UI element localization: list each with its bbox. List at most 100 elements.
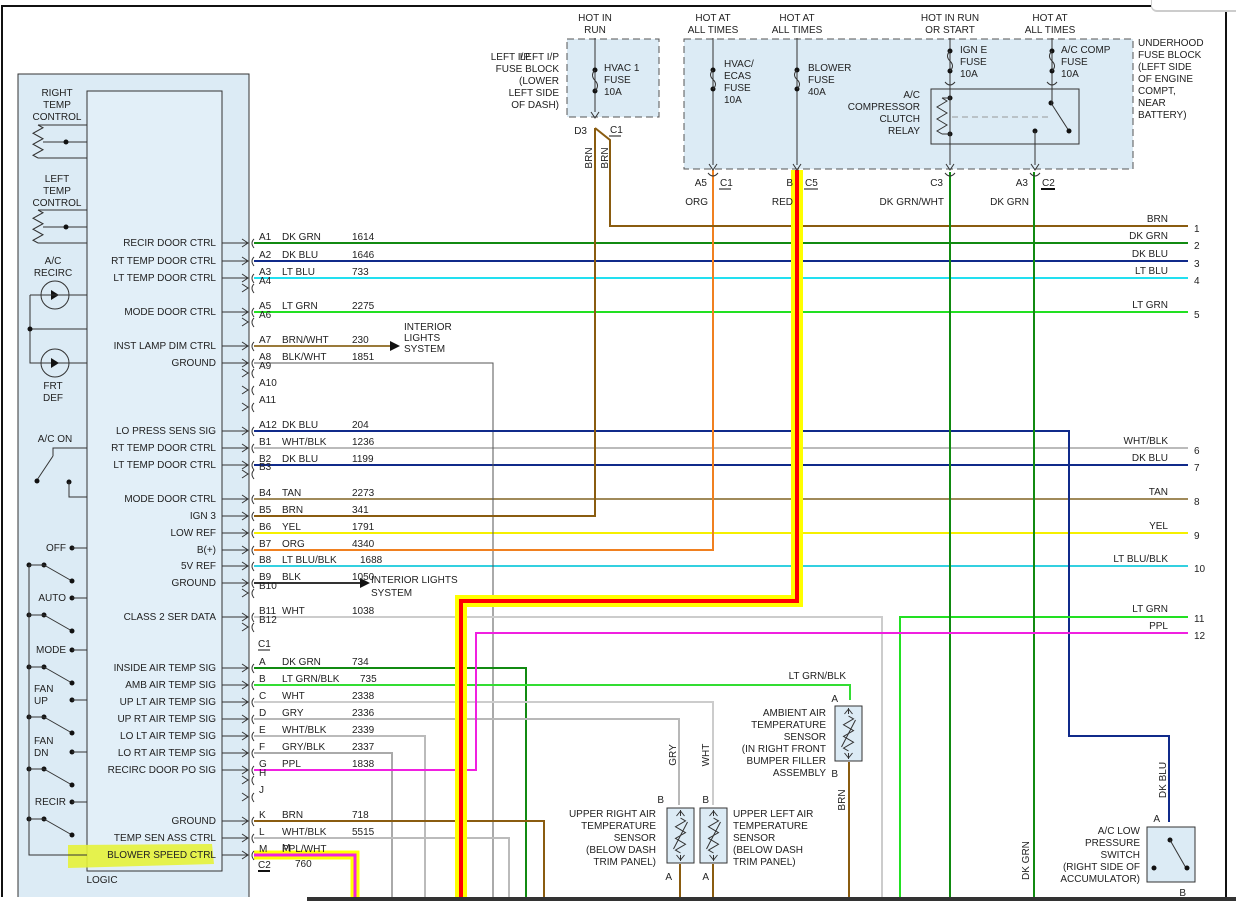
bottom-edge: [0, 897, 1236, 901]
led-wire: [29, 295, 87, 364]
junction-dot: [1151, 865, 1157, 871]
left-temp-control-label: TEMP: [43, 186, 71, 197]
ambient-sensor-label: AMBIENT AIR: [763, 708, 826, 719]
underhood-fuse-block-label: (LEFT SIDE: [1138, 62, 1192, 73]
ac-comp-fuse-label: A/C COMP: [1061, 45, 1111, 56]
hot-at-all-times-label: ALL TIMES: [688, 25, 739, 36]
switch-blade: [43, 666, 73, 684]
pin-label-a4: A4: [259, 276, 272, 287]
signal-label-l: TEMP SEN ASS CTRL: [114, 833, 217, 844]
switch-blade: [43, 564, 73, 582]
pin-label: B: [786, 178, 793, 189]
highlighter-mark: [68, 844, 214, 868]
underhood-fuse-block-label: COMPT,: [1138, 86, 1176, 97]
wire-color-label: WHT/BLK: [282, 725, 327, 736]
connector-bracket-icon: [251, 622, 255, 633]
wire-label: ORG: [685, 197, 708, 208]
harness-wire-label: PPL: [1149, 621, 1168, 632]
ambient-sensor-label: SENSOR: [784, 732, 826, 743]
junction-dot: [63, 224, 69, 230]
underhood-fuse-block-label: FUSE BLOCK: [1138, 50, 1202, 61]
signal-label-f: LO RT AIR TEMP SIG: [118, 748, 216, 759]
circuit-number-label: 1038: [352, 606, 375, 617]
harness-pin-number: 1: [1194, 224, 1200, 235]
arrow-down-icon: [844, 752, 853, 759]
potentiometer-icon: [31, 209, 45, 244]
relay-label: A/C: [903, 90, 920, 101]
pin-arrow-icon: [241, 588, 249, 598]
pin-label-j: J: [259, 785, 264, 796]
connector-bracket-icon: [251, 443, 255, 454]
ac-comp-fuse-label: FUSE: [1061, 57, 1088, 68]
connector-label: C1: [610, 125, 623, 136]
pin-arrow-icon: [241, 748, 249, 758]
connector-bracket-icon: [944, 172, 956, 177]
led-diode-icon: [51, 358, 59, 368]
signal-label-b1: RT TEMP DOOR CTRL: [111, 443, 216, 454]
left-temp-control-label: CONTROL: [33, 198, 82, 209]
wire-c1-f: [254, 752, 393, 901]
pin-label-e: E: [259, 725, 266, 736]
right-temp-control-label: TEMP: [43, 100, 71, 111]
pin-label-m: M: [259, 844, 267, 855]
circuit-number-label: 733: [352, 267, 369, 278]
harness-wire-label: DK GRN: [1129, 231, 1168, 242]
pin-arrow-icon: [241, 697, 249, 707]
vertical-wire-label: WHT: [701, 744, 712, 767]
pin-label: D3: [574, 126, 587, 137]
pin-arrow-icon: [241, 714, 249, 724]
pin-arrow-icon: [241, 273, 249, 283]
upper-right-sensor-label: TEMPERATURE: [581, 821, 656, 832]
junction-dot: [69, 680, 75, 686]
low-pressure-switch-label: SWITCH: [1101, 850, 1140, 861]
wire-color-label: TAN: [282, 488, 301, 499]
connector-bracket-icon: [251, 612, 255, 623]
arrow-down-icon: [792, 163, 802, 171]
connector-c1-label: C1: [258, 639, 271, 650]
circuit-number-label: 2339: [352, 725, 375, 736]
connector-bracket-icon: [251, 816, 255, 827]
connector-bracket-icon: [251, 850, 255, 861]
circuit-number-label: 2337: [352, 742, 375, 753]
connector-bracket-icon: [251, 283, 255, 294]
signal-label-a8: GROUND: [172, 358, 216, 369]
arrow-down-icon: [945, 163, 955, 171]
harness-pin-number: 2: [1194, 241, 1200, 252]
junction-dot: [27, 326, 33, 332]
pin-label-b12: B12: [259, 615, 277, 626]
pin-label: A: [831, 694, 838, 705]
switch-blade: [36, 455, 54, 481]
wire-c1-e: [254, 735, 426, 901]
hvac-ecas-fuse-label: HVAC/: [724, 59, 754, 70]
upper-right-sensor-label: TRIM PANEL): [593, 857, 656, 868]
pin-label-b1: B1: [259, 437, 272, 448]
pin-arrow-icon: [241, 612, 249, 622]
pin-arrow-icon: [241, 494, 249, 504]
signal-label-b6: LOW REF: [170, 528, 216, 539]
junction-dot: [1066, 128, 1072, 134]
potentiometer-icon: [31, 124, 45, 159]
wire-label: DK GRN/WHT: [880, 197, 944, 208]
signal-label-b2: LT TEMP DOOR CTRL: [113, 460, 216, 471]
wire-color-label: WHT/BLK: [282, 827, 327, 838]
connector-bracket-icon: [251, 256, 255, 267]
connector-bracket-icon: [251, 833, 255, 844]
connector-bracket-icon: [251, 460, 255, 471]
wire-c1-c: [254, 701, 714, 805]
pin-label-b3: B3: [259, 462, 272, 473]
switch-label-mode: MODE: [36, 645, 66, 656]
circuit-number-label: 1050: [352, 572, 375, 583]
pin-arrow-icon: [241, 622, 249, 632]
wire-brn-harness-1: [594, 127, 1188, 227]
pin-label-a: A: [259, 657, 266, 668]
connector-label: C1: [720, 178, 733, 189]
signal-label-b4: MODE DOOR CTRL: [124, 494, 216, 505]
harness-wire-label: LT GRN: [1132, 604, 1168, 615]
arrow-down-icon: [590, 111, 600, 119]
relay-label: CLUTCH: [879, 114, 920, 125]
fuse-icon: [794, 69, 800, 90]
relay-label: RELAY: [888, 126, 920, 137]
connector-bracket-icon: [251, 511, 255, 522]
connector-label: C2: [1042, 178, 1055, 189]
pin-label-a3: A3: [259, 267, 272, 278]
